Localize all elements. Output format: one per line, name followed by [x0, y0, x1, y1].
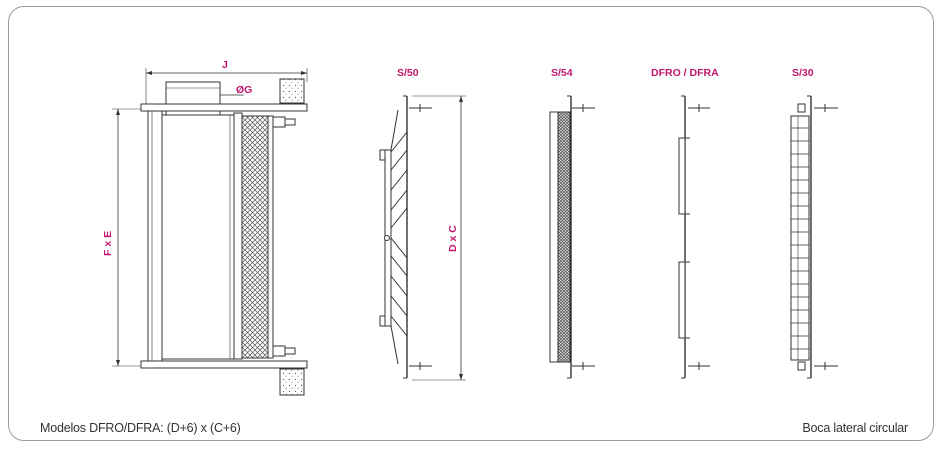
dim-g-label: ØG — [236, 84, 252, 96]
footer-models-note: Modelos DFRO/DFRA: (D+6) x (C+6) — [40, 421, 241, 435]
dim-dxc-label: D x C — [447, 225, 459, 252]
s54-profile — [549, 95, 595, 379]
model-s30-label: S/30 — [792, 67, 814, 79]
dfro-profile — [678, 95, 710, 379]
model-s54-label: S/54 — [551, 67, 573, 79]
s30-profile — [790, 95, 838, 379]
model-dfro-label: DFRO / DFRA — [651, 67, 719, 79]
model-s50-label: S/50 — [397, 67, 419, 79]
footer-side-opening-note: Boca lateral circular — [802, 421, 908, 435]
diagram-frame — [8, 6, 934, 441]
main-section-view — [112, 68, 308, 396]
s50-profile — [379, 95, 466, 381]
dim-j-label: J — [222, 59, 228, 71]
dim-fxe-label: F x E — [102, 231, 114, 256]
